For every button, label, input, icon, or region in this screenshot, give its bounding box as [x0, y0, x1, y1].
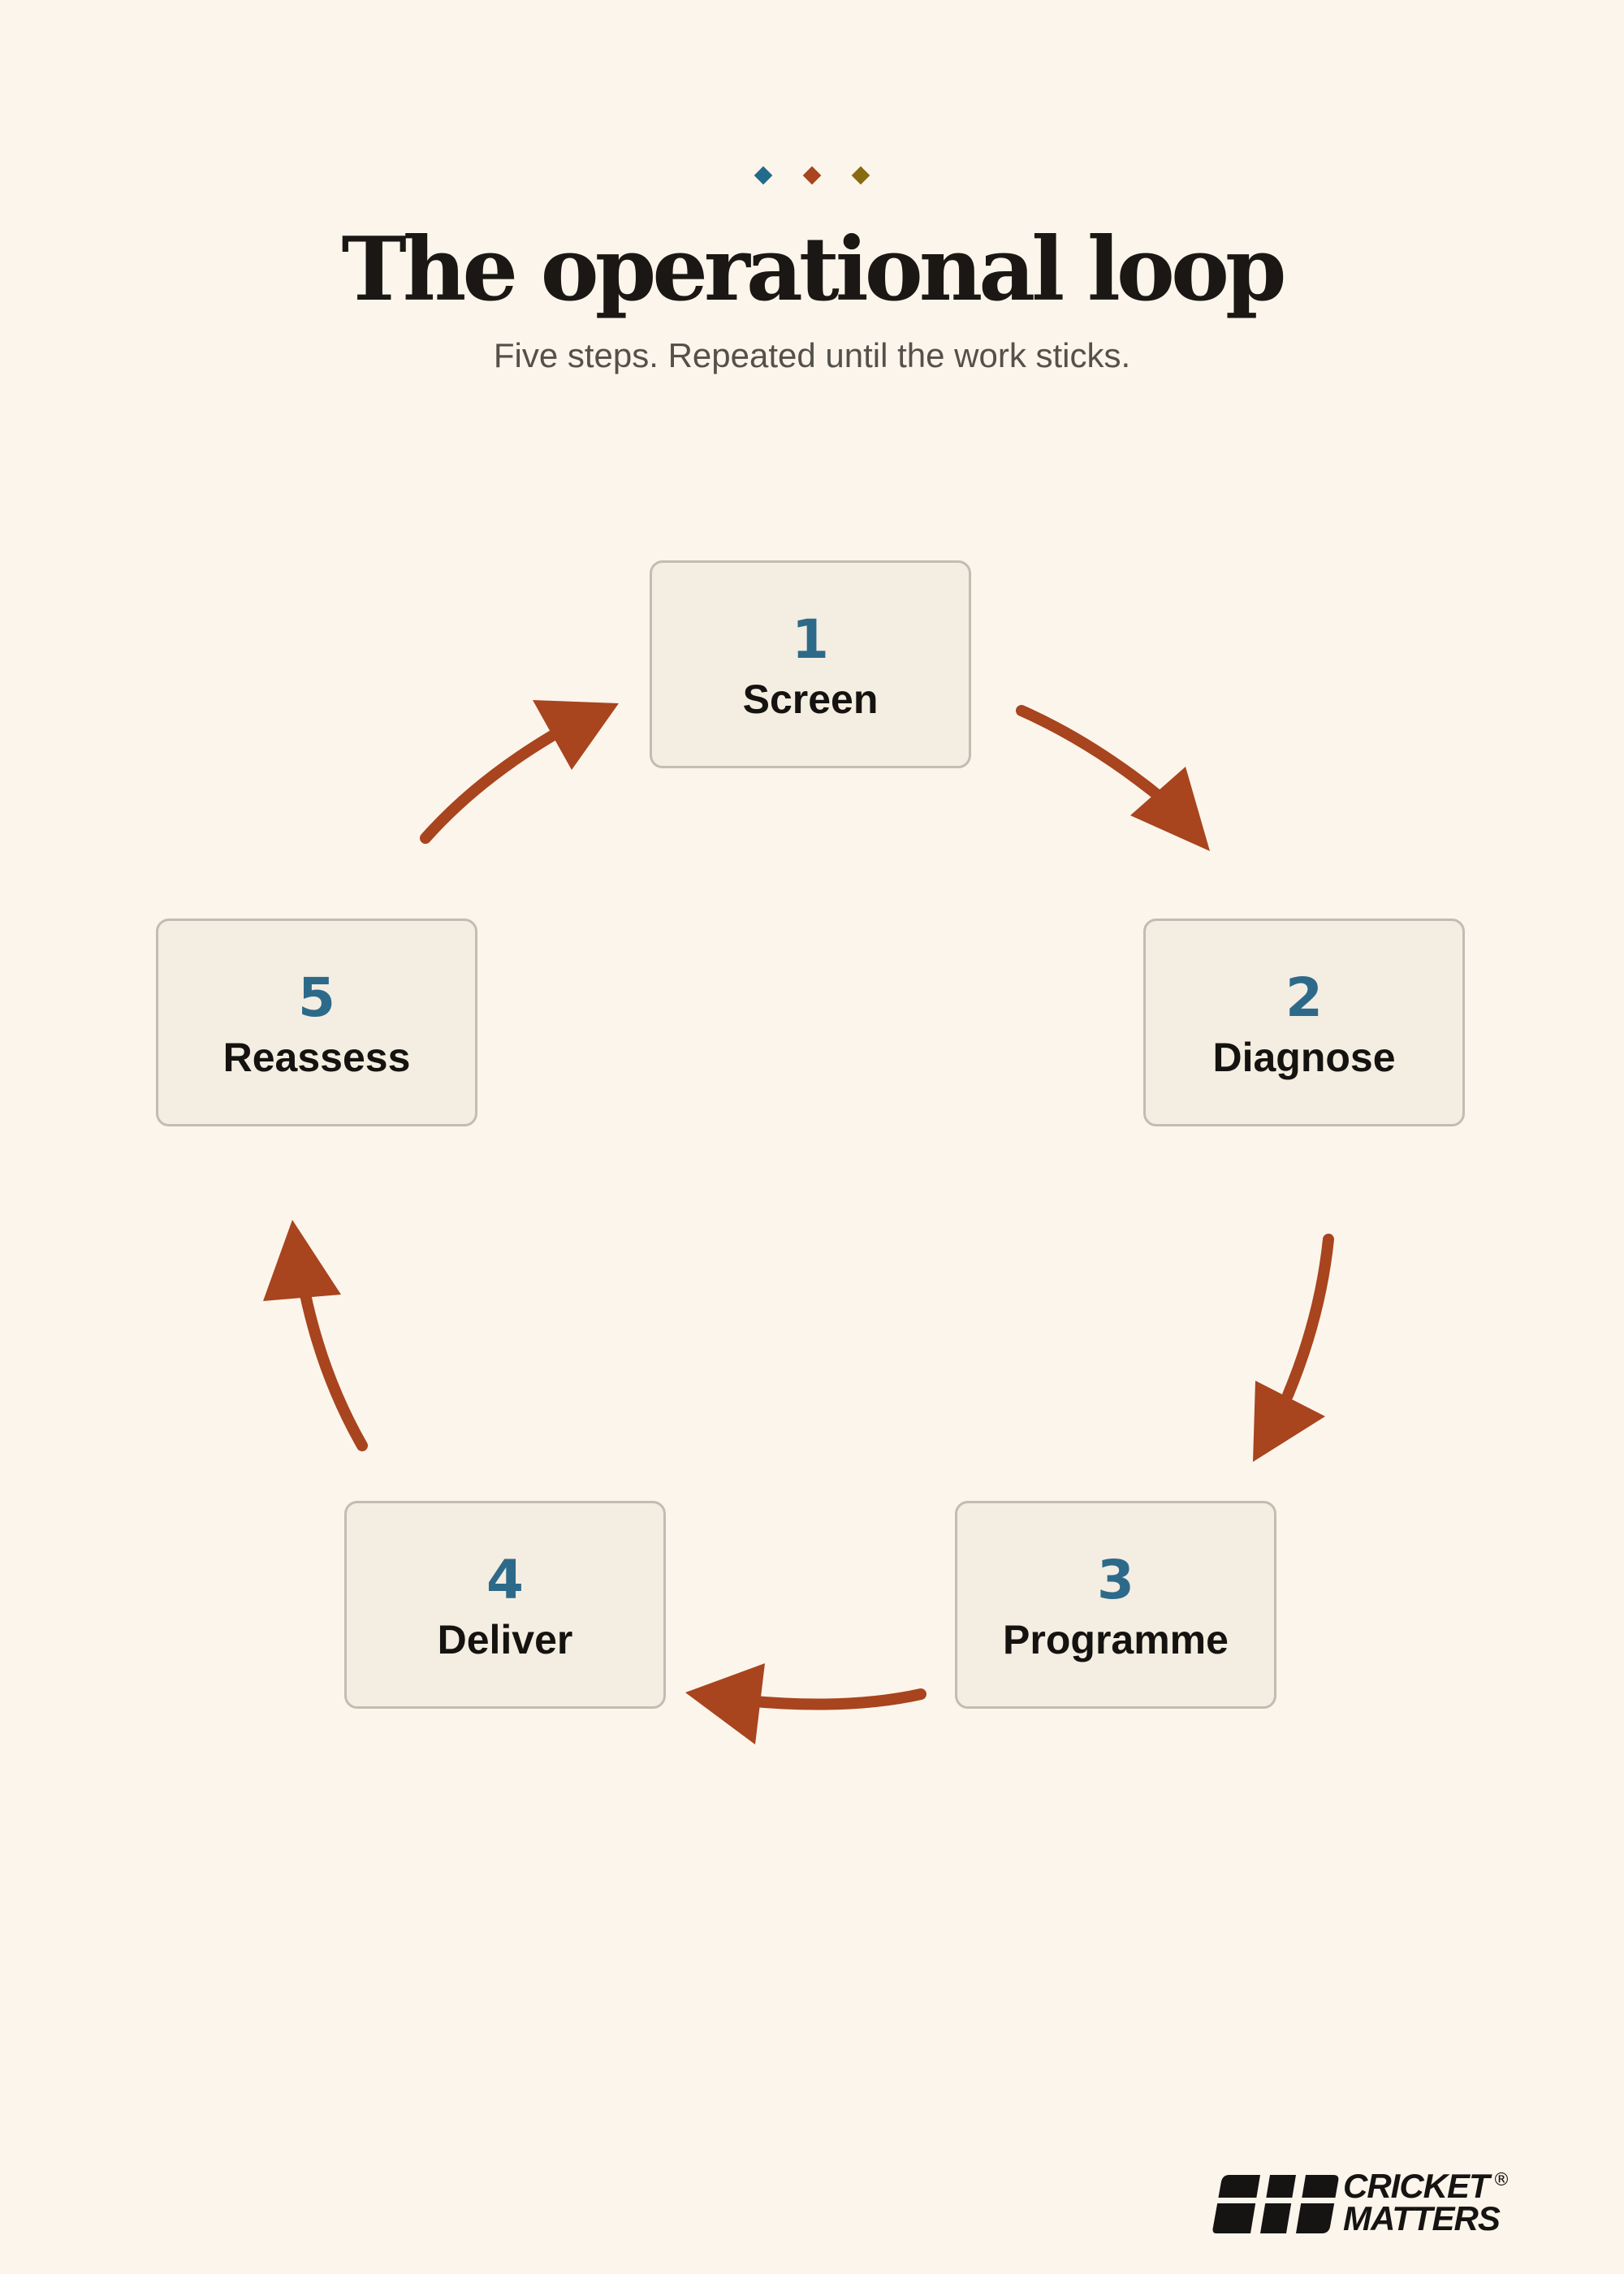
- step-number: 3: [1097, 1549, 1134, 1611]
- step-number: 1: [792, 608, 829, 671]
- step-label: Programme: [1003, 1617, 1229, 1662]
- arrowhead-1: [1130, 767, 1210, 851]
- arrowhead-3: [685, 1663, 765, 1744]
- step-number: 2: [1285, 966, 1323, 1029]
- page-subtitle: Five steps. Repeated until the work stic…: [493, 336, 1131, 374]
- arrowhead-4: [263, 1220, 341, 1301]
- arrow-screen-to-diagnose: [1016, 705, 1168, 805]
- arrowhead-2: [1253, 1381, 1325, 1462]
- step-box-screen: 1 Screen: [650, 560, 971, 768]
- arrow-deliver-to-reassess: [300, 1289, 368, 1451]
- page-title: The operational loop: [341, 218, 1286, 321]
- arrow-diagnose-to-programme: [1282, 1234, 1334, 1401]
- step-box-reassess: 5 Reassess: [156, 919, 477, 1126]
- step-label: Reassess: [222, 1035, 411, 1080]
- arrowhead-5: [533, 700, 619, 770]
- step-label: Screen: [742, 677, 879, 722]
- arrow-programme-to-deliver: [740, 1688, 926, 1710]
- logo-line-2: MATTERS: [1343, 2199, 1501, 2237]
- registered-mark: ®: [1492, 2170, 1510, 2190]
- step-label: Deliver: [437, 1617, 573, 1662]
- logo-mark-icon: [1212, 2175, 1339, 2233]
- logo-wordmark: CRICKET MATTERS: [1343, 2167, 1501, 2237]
- arrow-reassess-to-screen: [420, 730, 558, 844]
- step-label: Diagnose: [1212, 1035, 1396, 1080]
- step-box-deliver: 4 Deliver: [344, 1501, 666, 1709]
- step-box-programme: 3 Programme: [955, 1501, 1276, 1709]
- brand-logo: CRICKET MATTERS ®: [1212, 2167, 1517, 2240]
- logo-line-1: CRICKET: [1343, 2167, 1490, 2205]
- step-number: 4: [486, 1549, 524, 1611]
- step-number: 5: [298, 966, 335, 1029]
- step-box-diagnose: 2 Diagnose: [1143, 919, 1465, 1126]
